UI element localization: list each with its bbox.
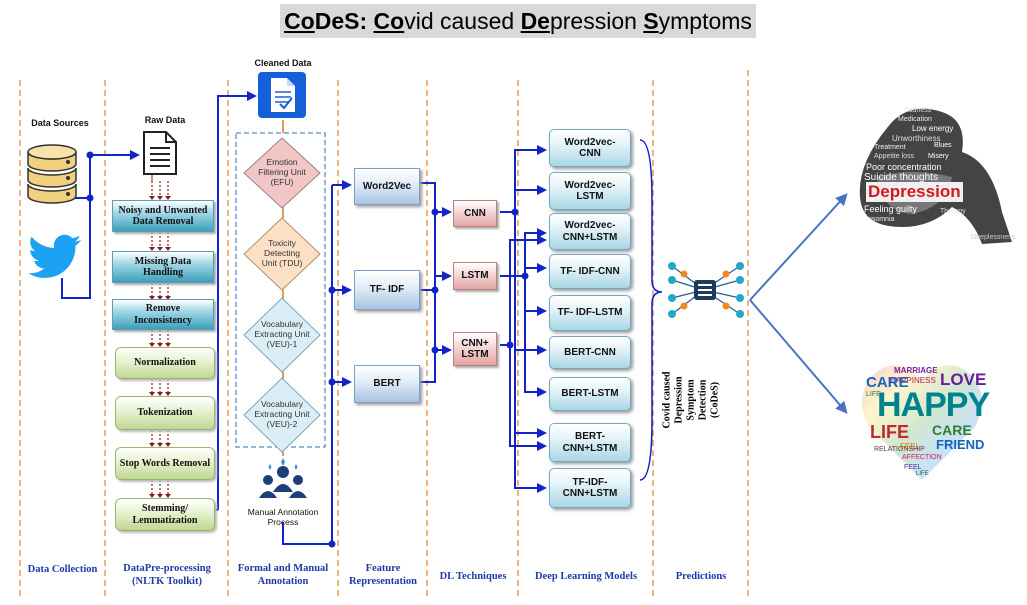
preprocess-stop-words: Stop Words Removal [115,447,215,480]
manual-annotation-label: Manual Annotation Process [247,507,319,527]
happy-heart-cloud: MARRIAGE HAPPINESS CARE LOVE LIFE HAPPY … [860,358,990,484]
cleaned-data-icon [258,72,306,118]
twitter-icon [28,234,82,278]
efu-diamond [243,137,321,209]
stage-data-collection: Data Collection [27,564,98,575]
preprocess-noisy-removal: Noisy and Unwanted Data Removal [112,200,214,232]
database-icon [27,144,77,204]
people-annotation-icon [259,458,307,498]
stage-deep-learning-models: Deep Learning Models [534,571,638,582]
tdu-diamond [243,217,321,291]
model-bert-cnn-lstm: BERT- CNN+LSTM [549,423,631,462]
model-word2vec-cnn: Word2vec- CNN [549,129,631,167]
preprocess-normalization: Normalization [115,347,215,379]
stage-preprocessing: DataPre-processing (NLTK Toolkit) [123,563,211,587]
models-brace [639,139,663,481]
preprocess-tokenization: Tokenization [115,396,215,430]
dl-lstm: LSTM [453,262,497,290]
dl-cnn: CNN [453,200,497,227]
preprocess-stemming: Stemming/ Lemmatization [115,498,215,531]
stage-annotation: Formal and Manual Annotation [237,563,329,587]
document-icon [143,131,177,175]
feature-word2vec: Word2Vec [354,168,420,205]
stage-dividers [19,70,749,598]
model-bert-cnn: BERT-CNN [549,336,631,369]
veu1-diamond [243,297,321,373]
stage-predictions: Predictions [675,571,727,582]
model-word2vec-lstm: Word2vec- LSTM [549,172,631,210]
feature-tfidf: TF- IDF [354,270,420,310]
preprocess-arrows [151,181,169,494]
depression-word-cloud: Sadness Medication Low energy Unworthine… [852,102,1022,250]
dl-cnn-lstm: CNN+ LSTM [453,332,497,366]
tdu-label: Toxicity Detecting Unit (TDU) [261,238,303,268]
model-word2vec-cnn-lstm: Word2vec- CNN+LSTM [549,213,631,250]
preprocess-missing-data: Missing Data Handling [112,251,214,283]
happy-main-word: HAPPY [877,386,990,424]
efu-label: Emotion Filtering Unit (EFU) [258,157,306,187]
stage-feature-representation: Feature Representation [348,563,418,587]
preprocess-remove-inconsistency: Remove Inconsistency [112,299,214,330]
model-tfidf-cnn: TF- IDF-CNN [549,254,631,289]
veu1-label: Vocabulary Extracting Unit (VEU)-1 [254,319,310,349]
feature-bert: BERT [354,365,420,403]
raw-data-label: Raw Data [144,115,186,125]
stage-dl-techniques: DL Techniques [439,571,507,582]
veu2-diamond [243,377,321,453]
data-sources-label: Data Sources [31,118,89,128]
annotation-container [235,132,326,448]
model-tfidf-cnn-lstm: TF-IDF- CNN+LSTM [549,468,631,508]
neural-network-icon [668,262,744,318]
cleaned-data-label: Cleaned Data [254,58,312,68]
veu2-label: Vocabulary Extracting Unit (VEU)-2 [254,399,310,429]
depression-main-word: Depression [866,182,963,202]
model-tfidf-lstm: TF- IDF-LSTM [549,295,631,331]
model-bert-lstm: BERT-LSTM [549,377,631,411]
